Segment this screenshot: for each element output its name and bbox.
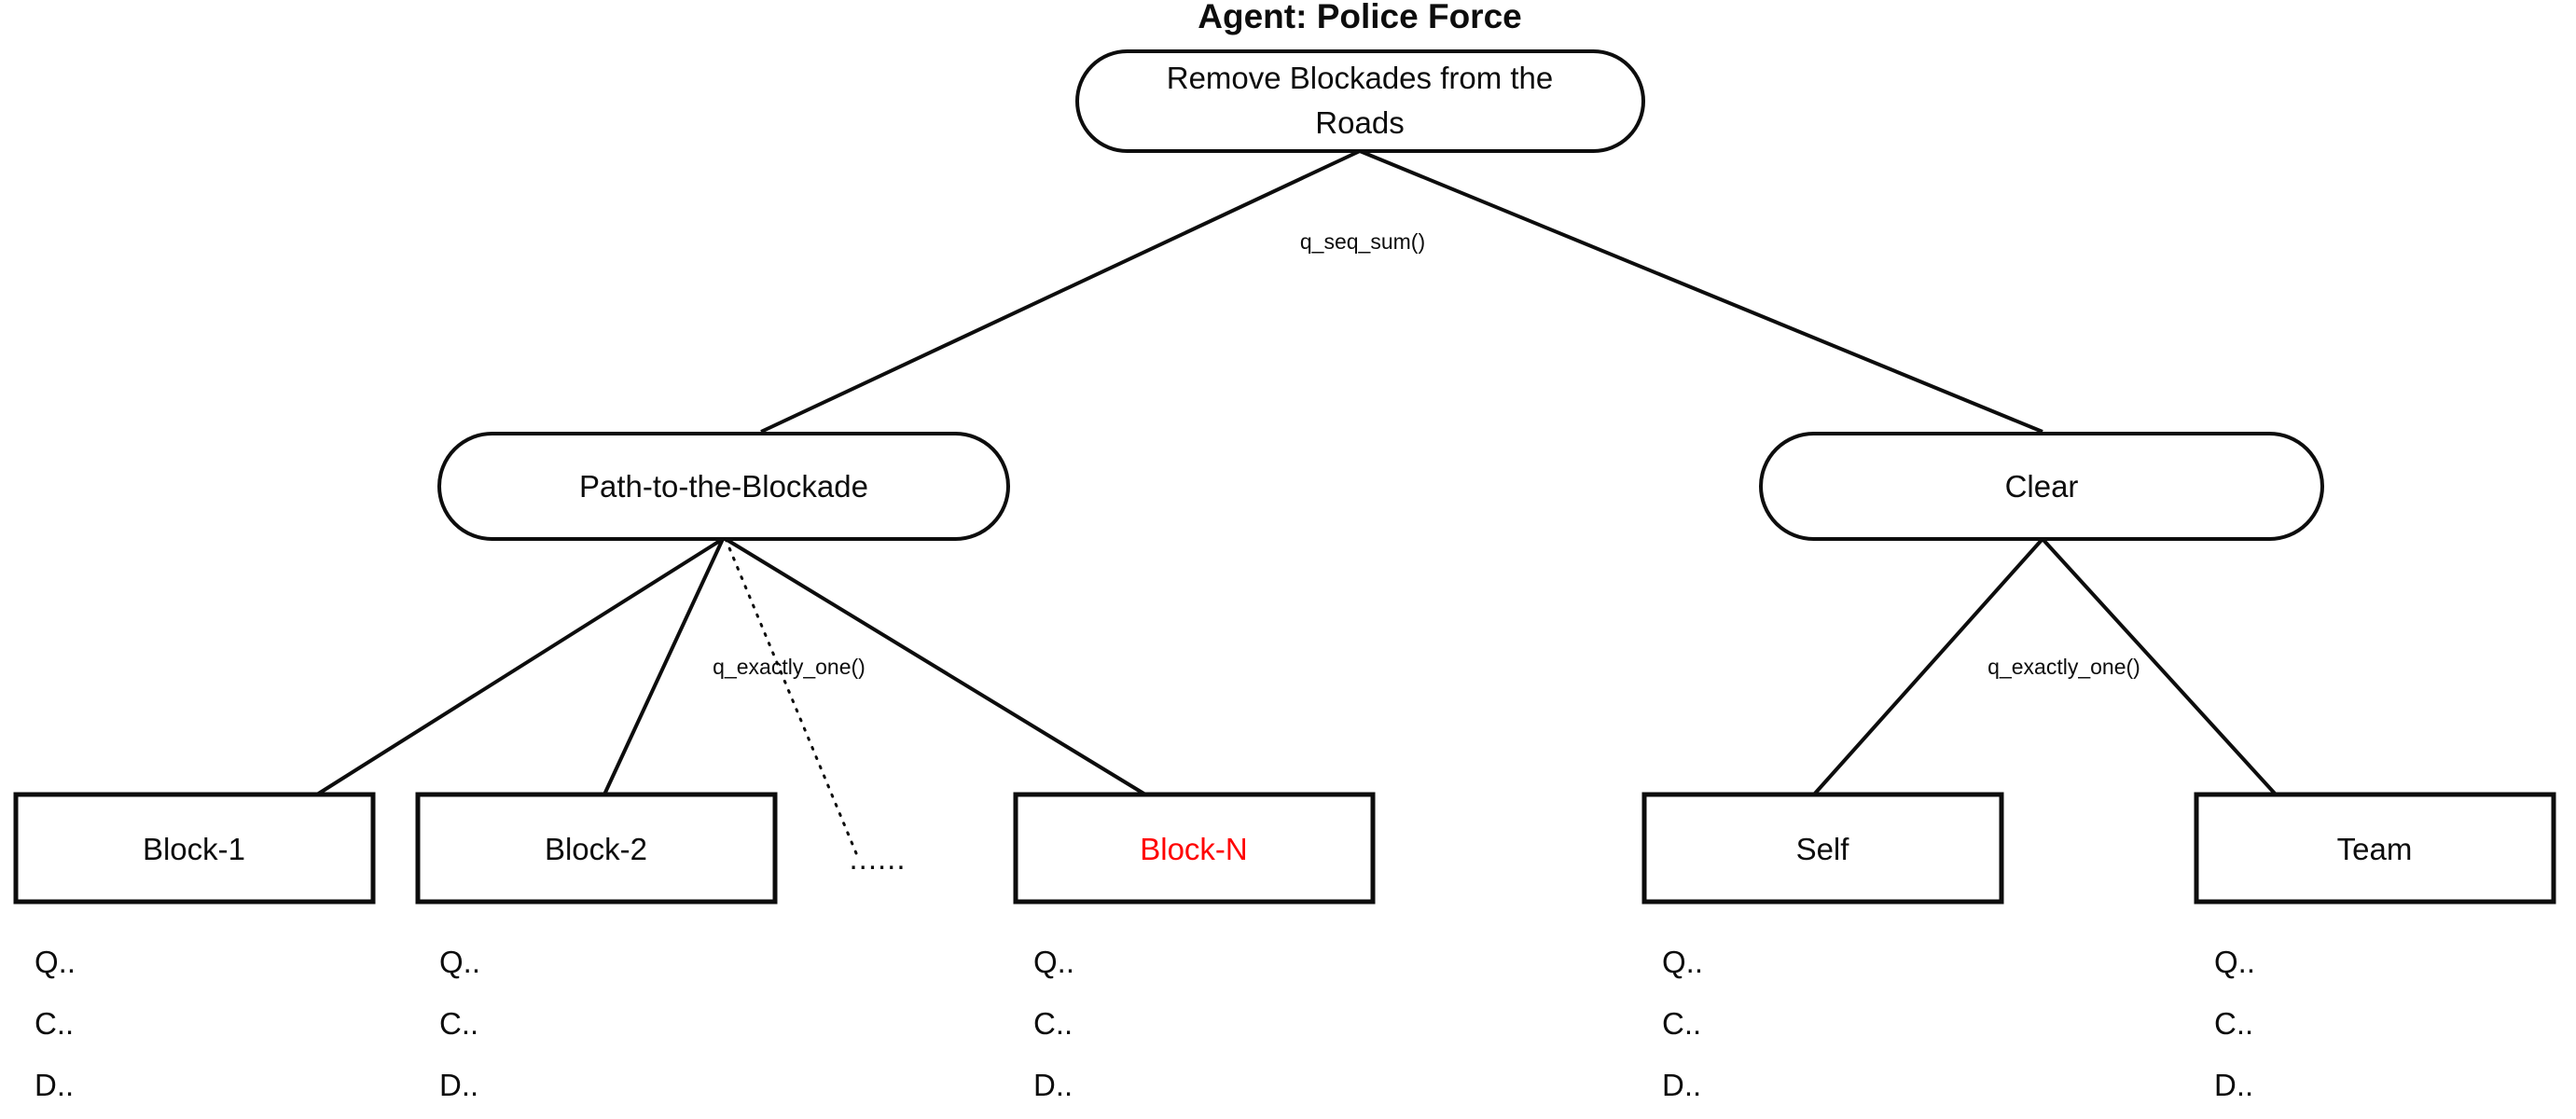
annotation-self-line-3: D.. — [1662, 1068, 1701, 1102]
edge-label-q-seq-sum: q_seq_sum() — [1300, 229, 1425, 254]
edge-path-to-block1 — [315, 537, 725, 796]
annotation-block-1-line-3: D.. — [35, 1068, 74, 1102]
node-root-label-line1: Remove Blockades from the — [1167, 61, 1554, 95]
annotation-block-1-line-1: Q.. — [35, 945, 76, 979]
annotation-team-line-3: D.. — [2214, 1068, 2253, 1102]
node-team-label: Team — [2337, 832, 2413, 866]
annotation-block-2-line-2: C.. — [439, 1006, 478, 1041]
edge-label-left-q-exactly-one: q_exactly_one() — [713, 655, 866, 679]
node-root-label-line2: Roads — [1315, 105, 1404, 140]
node-self[interactable] — [1641, 792, 2004, 905]
node-self-label: Self — [1796, 832, 1850, 866]
node-block-1-label: Block-1 — [143, 832, 245, 866]
node-block-2-label: Block-2 — [545, 832, 647, 866]
node-block-2[interactable] — [415, 792, 778, 905]
edge-path-to-blockn — [724, 537, 1147, 796]
annotation-self-line-2: C.. — [1662, 1006, 1701, 1041]
annotation-block-n-line-2: C.. — [1033, 1006, 1073, 1041]
ellipsis-label: ...... — [849, 841, 906, 876]
node-block-1[interactable] — [13, 792, 376, 905]
node-block-n-label: Block-N — [1140, 832, 1248, 866]
node-root[interactable] — [1075, 49, 1645, 153]
edge-root-to-clear — [1359, 149, 2043, 434]
annotation-team-line-2: C.. — [2214, 1006, 2253, 1041]
annotation-block-1-line-2: C.. — [35, 1006, 74, 1041]
annotation-block-2-line-1: Q.. — [439, 945, 480, 979]
node-path-to-the-blockade-label: Path-to-the-Blockade — [579, 469, 868, 504]
page-title: Agent: Police Force — [1198, 0, 1521, 35]
edge-clear-to-self — [1812, 537, 2044, 796]
node-clear[interactable] — [1759, 432, 2324, 541]
edge-label-right-q-exactly-one: q_exactly_one() — [1987, 655, 2140, 679]
node-block-n[interactable] — [1013, 792, 1376, 905]
node-team[interactable] — [2194, 792, 2556, 905]
annotation-self-line-1: Q.. — [1662, 945, 1703, 979]
annotation-block-n-line-3: D.. — [1033, 1068, 1073, 1102]
edge-clear-to-team — [2041, 537, 2278, 796]
annotation-block-2-line-3: D.. — [439, 1068, 478, 1102]
edge-root-to-path — [760, 149, 1361, 434]
annotation-team-line-1: Q.. — [2214, 945, 2255, 979]
node-path-to-the-blockade[interactable] — [437, 432, 1010, 541]
node-clear-label: Clear — [2005, 469, 2079, 504]
annotation-block-n-line-1: Q.. — [1033, 945, 1074, 979]
edge-path-to-block2 — [602, 538, 725, 795]
